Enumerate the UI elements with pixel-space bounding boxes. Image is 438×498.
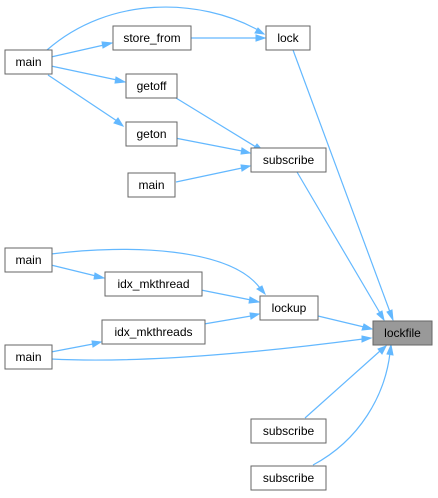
node-label: subscribe	[263, 153, 315, 167]
edges	[46, 6, 394, 466]
node-idx-mkthread[interactable]: idx_mkthread	[104, 271, 203, 297]
node-label: getoff	[137, 79, 167, 93]
edge-arrowhead	[249, 312, 261, 320]
edge-subscribe2-lockfile	[304, 350, 381, 419]
node-label: idx_mkthreads	[114, 325, 192, 339]
edge-subscribe3-lockfile	[312, 352, 391, 466]
node-store-from[interactable]: store_from	[112, 25, 192, 51]
node-subscribe-3[interactable]: subscribe	[250, 465, 327, 491]
edge-arrowhead	[254, 27, 266, 35]
node-subscribe-2[interactable]: subscribe	[250, 418, 327, 444]
edge-arrowhead	[240, 147, 252, 155]
edge-arrowhead	[256, 285, 266, 296]
nodes: main store_from lock getoff geton subscr…	[4, 25, 433, 491]
node-label: main	[15, 350, 41, 364]
edge-main1-lock	[46, 6, 259, 51]
edge-arrowhead	[255, 34, 267, 42]
node-label: store_from	[123, 31, 180, 45]
edge-arrowhead	[113, 117, 125, 127]
edge-main1-store_from	[50, 44, 105, 58]
edge-geton-subscribe1	[174, 137, 243, 152]
edge-main2-subscribe1	[175, 167, 243, 183]
node-lock[interactable]: lock	[265, 25, 311, 51]
edge-main1-getoff	[50, 65, 118, 81]
node-label: lockfile	[384, 326, 421, 340]
edge-lockup-lockfile	[317, 315, 365, 328]
edge-arrowhead	[240, 164, 252, 172]
edge-arrowhead	[101, 41, 114, 49]
edge-arrowhead	[377, 345, 388, 355]
edge-arrowhead	[386, 309, 394, 322]
node-label: main	[15, 253, 41, 267]
edge-arrowhead	[376, 310, 385, 322]
edge-main3-lockup	[50, 248, 261, 289]
node-subscribe-1[interactable]: subscribe	[250, 147, 327, 173]
node-label: idx_mkthread	[117, 277, 189, 291]
node-label: subscribe	[263, 424, 315, 438]
node-lockup[interactable]: lockup	[259, 295, 319, 321]
edge-arrowhead	[248, 296, 261, 304]
node-idx-mkthreads[interactable]: idx_mkthreads	[101, 319, 206, 345]
edge-getoff-subscribe1	[175, 97, 257, 148]
edge-main3-idx_mkthread	[50, 264, 97, 277]
node-geton[interactable]: geton	[125, 121, 178, 147]
node-label: main	[15, 55, 41, 69]
node-main-1[interactable]: main	[4, 49, 53, 75]
edge-arrowhead	[114, 76, 127, 84]
node-main-4[interactable]: main	[4, 344, 53, 370]
edge-subscribe1-lockfile	[296, 171, 381, 314]
edge-arrowhead	[386, 343, 394, 356]
node-main-3[interactable]: main	[4, 247, 53, 273]
node-label: lockup	[272, 301, 307, 315]
node-label: geton	[136, 127, 166, 141]
node-main-2[interactable]: main	[127, 172, 176, 198]
edge-idx_mkthreads-lockup	[203, 315, 252, 325]
edge-arrowhead	[93, 272, 106, 280]
node-lockfile[interactable]: lockfile	[372, 320, 433, 346]
edge-arrowhead	[91, 340, 103, 348]
edge-idx_mkthread-lockup	[200, 289, 252, 301]
edge-arrowhead	[361, 335, 373, 343]
edge-arrowhead	[361, 323, 374, 331]
edge-main1-geton	[47, 74, 118, 122]
edge-main4-lockfile	[50, 338, 364, 361]
node-label: subscribe	[263, 471, 315, 485]
node-getoff[interactable]: getoff	[125, 73, 178, 99]
edge-main4-idx_mkthreads	[50, 343, 94, 353]
node-label: main	[138, 178, 164, 192]
node-label: lock	[277, 31, 299, 45]
edge-lock-lockfile	[292, 49, 391, 313]
